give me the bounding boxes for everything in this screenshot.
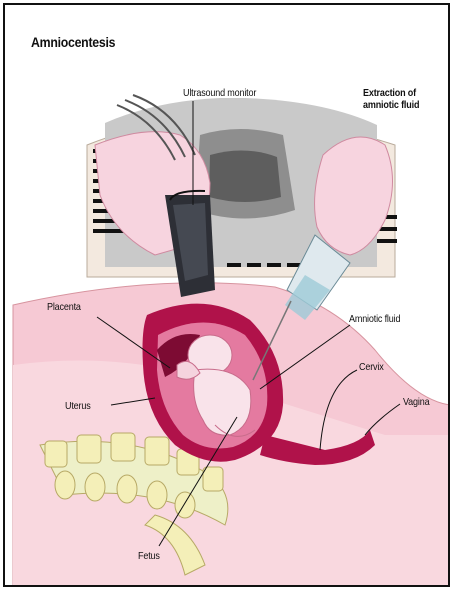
label-extraction-line2: amniotic fluid [363,99,419,111]
label-vagina: Vagina [403,396,429,408]
label-fetus: Fetus [138,550,160,562]
label-extraction-line1: Extraction of [363,87,419,99]
label-placenta: Placenta [47,301,81,313]
label-extraction-of-amniotic-fluid: Extraction of amniotic fluid [363,87,419,111]
figure-title: Amniocentesis [31,34,115,50]
label-uterus: Uterus [65,400,91,412]
label-ultrasound-monitor: Ultrasound monitor [183,87,256,99]
label-cervix: Cervix [359,361,384,373]
label-amniotic-fluid: Amniotic fluid [349,313,400,325]
figure-frame: Amniocentesis Ultrasound monitor Extract… [3,3,450,587]
